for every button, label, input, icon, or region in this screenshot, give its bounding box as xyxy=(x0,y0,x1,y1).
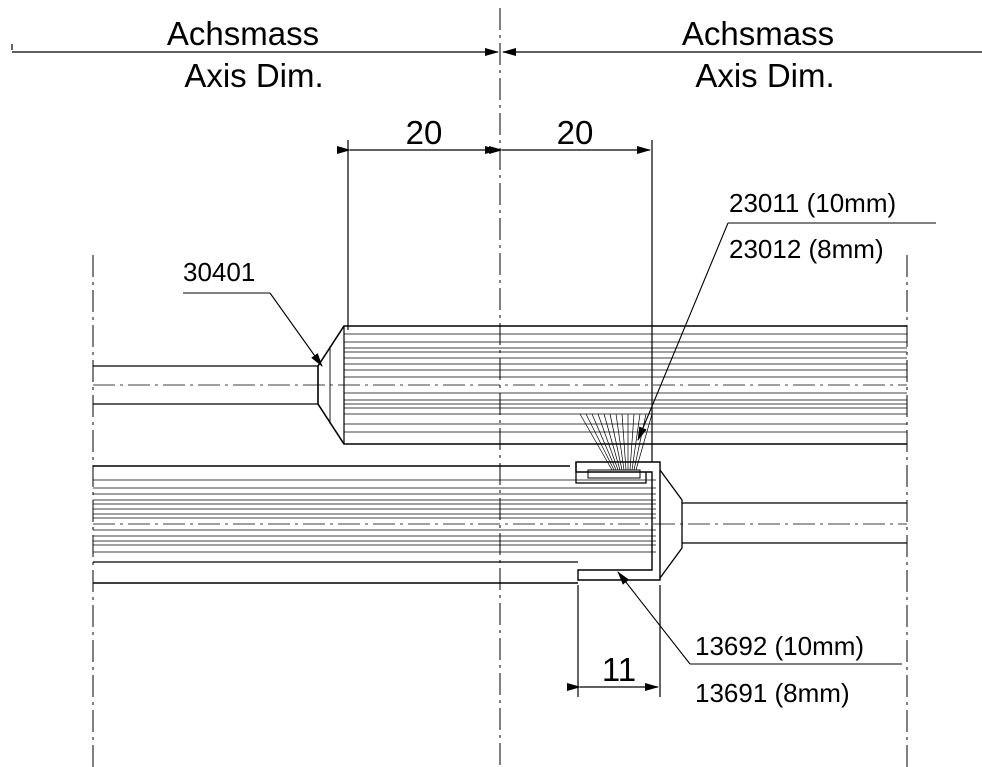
lower-door-leaf xyxy=(93,461,907,584)
right-axis-label-de: Achsmass xyxy=(682,15,834,52)
brush-seal-label-10mm: 23011 (10mm) xyxy=(729,188,896,218)
brush-seal-label-8mm: 23012 (8mm) xyxy=(729,234,884,264)
left-offset-value: 20 xyxy=(406,114,443,151)
profile-label-8mm: 13691 (8mm) xyxy=(695,678,850,708)
left-axis-label-en: Axis Dim. xyxy=(184,57,323,94)
profile-leader xyxy=(617,571,902,665)
brush-seal-leader xyxy=(637,222,936,441)
end-cap-label: 30401 xyxy=(183,257,255,287)
u-profile-13692 xyxy=(575,461,661,581)
axis-dimension-line xyxy=(11,44,982,56)
brush-seal-23011 xyxy=(579,413,653,471)
profile-label-10mm: 13692 (10mm) xyxy=(695,631,864,661)
upper-door-leaf xyxy=(93,325,907,445)
left-axis-label-de: Achsmass xyxy=(167,15,319,52)
profile-depth-dimension xyxy=(567,585,661,697)
right-offset-value: 20 xyxy=(557,114,594,151)
end-cap-leader xyxy=(183,292,323,367)
profile-depth-value: 11 xyxy=(602,651,636,688)
right-axis-label-en: Axis Dim. xyxy=(695,57,834,94)
